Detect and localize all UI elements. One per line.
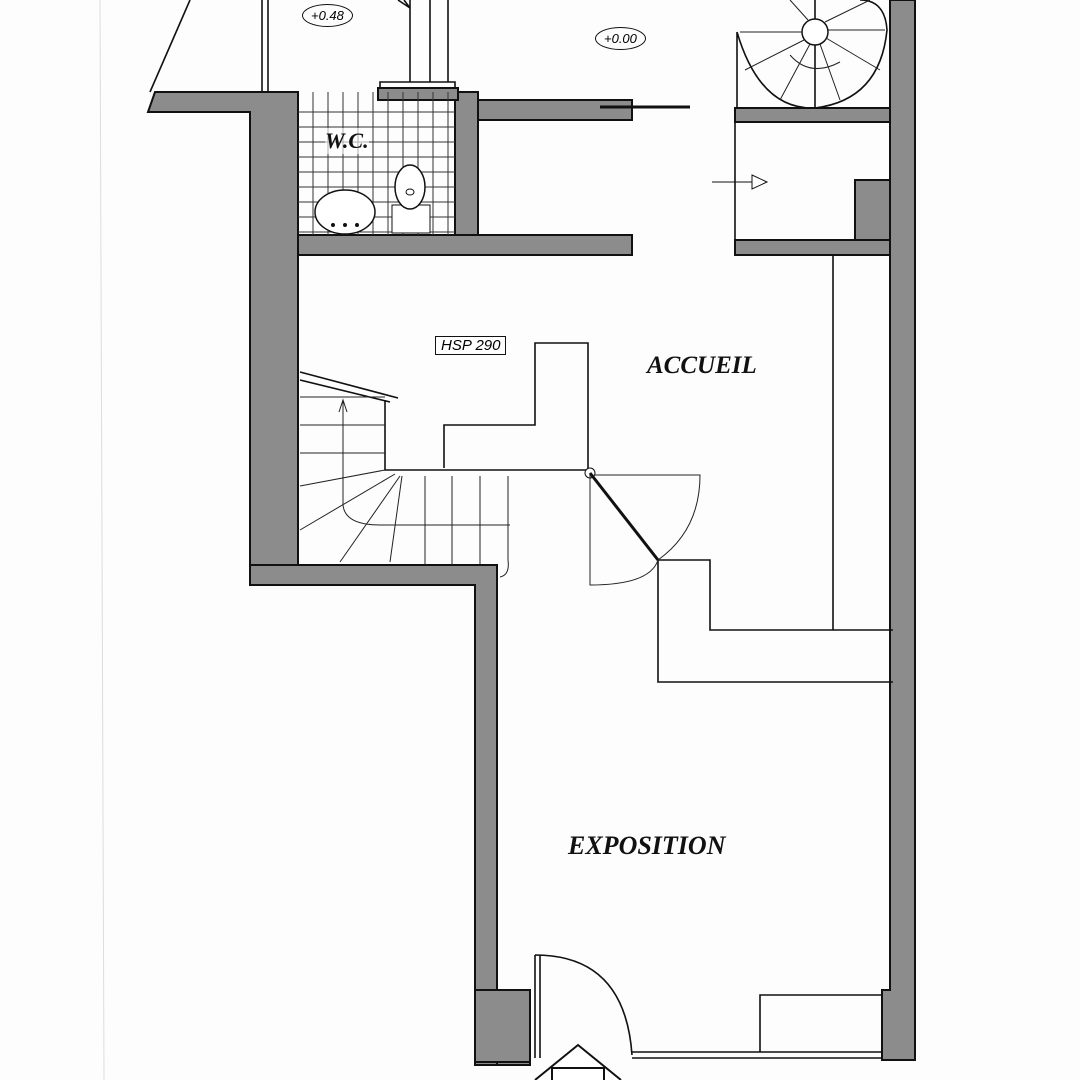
entrance-door bbox=[534, 954, 882, 1059]
reception-desk bbox=[443, 342, 589, 470]
room-label-wc: W.C. bbox=[325, 128, 369, 154]
partition-wall bbox=[477, 99, 633, 121]
entrance-arrow-icon bbox=[534, 1043, 622, 1080]
toilet-icon bbox=[391, 164, 431, 234]
wc-tiles bbox=[298, 92, 455, 235]
elevation-label-upper-middle: +0.00 bbox=[595, 27, 646, 50]
scan-edge bbox=[99, 0, 105, 1080]
entrance-pier-left bbox=[474, 989, 531, 1063]
stair-landing-wall bbox=[734, 107, 891, 123]
ceiling-height-label: HSP 290 bbox=[435, 336, 507, 355]
reception-counter bbox=[657, 255, 893, 683]
spiral-staircase bbox=[736, 0, 888, 109]
right-room-bottom-wall bbox=[734, 239, 891, 256]
wc-bottom-wall bbox=[297, 234, 633, 256]
upper-left-outline bbox=[149, 0, 269, 93]
stair-wall bbox=[249, 564, 498, 1066]
room-label-accueil: ACCUEIL bbox=[647, 352, 757, 379]
elevation-label-upper-left: +0.48 bbox=[302, 4, 353, 27]
right-exterior-wall bbox=[881, 0, 916, 1061]
interior-door bbox=[584, 467, 701, 586]
sink-icon bbox=[314, 189, 376, 235]
right-room-pier bbox=[854, 179, 891, 241]
main-staircase bbox=[299, 371, 588, 578]
upper-partition bbox=[379, 0, 456, 99]
direction-arrow-icon bbox=[712, 174, 769, 190]
room-label-exposition: EXPOSITION bbox=[568, 831, 726, 860]
wc-right-wall bbox=[454, 91, 479, 236]
